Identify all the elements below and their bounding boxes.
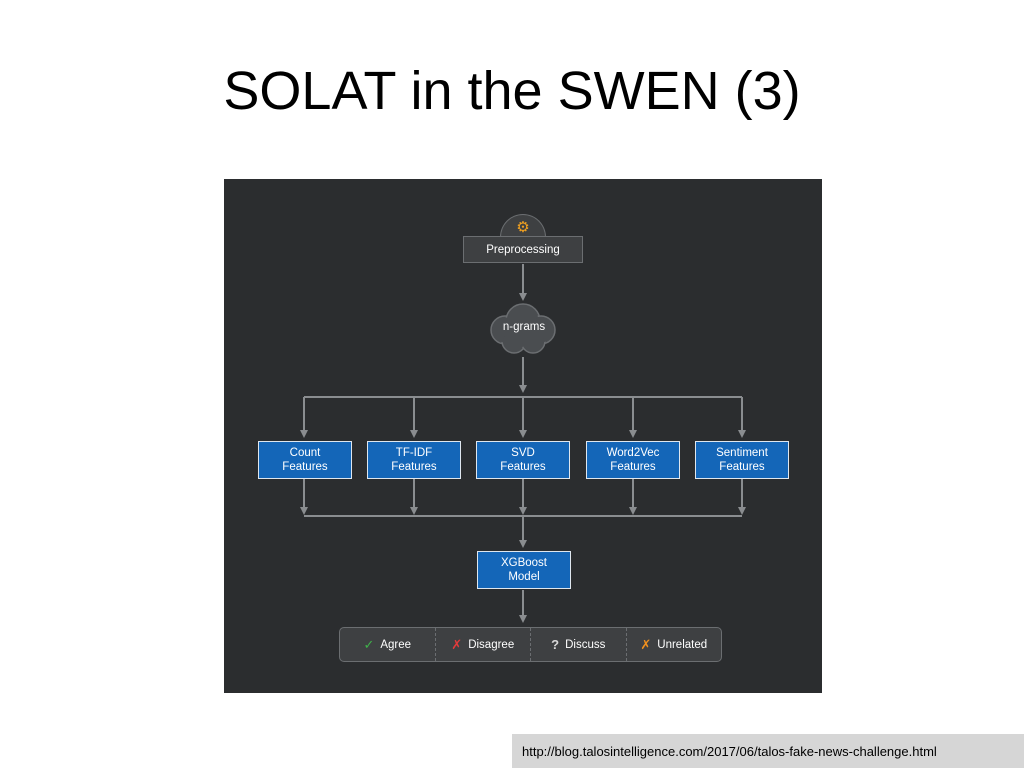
output-discuss: ? Discuss <box>531 628 627 661</box>
feature-line1: Sentiment <box>716 447 768 459</box>
pipeline-diagram: ⚙ Preprocessing n-grams Count Features T… <box>224 179 822 693</box>
feature-line2: Features <box>391 461 437 473</box>
feature-line1: TF-IDF <box>395 447 433 459</box>
output-label: Disagree <box>468 638 515 651</box>
feature-line2: Features <box>500 461 546 473</box>
preprocessing-node: Preprocessing <box>463 236 583 263</box>
slide-title: SOLAT in the SWEN (3) <box>223 61 801 121</box>
word2vec-features-node: Word2Vec Features <box>586 441 680 479</box>
ngrams-label: n-grams <box>502 321 546 333</box>
feature-line1: Word2Vec <box>606 447 660 459</box>
tfidf-features-node: TF-IDF Features <box>367 441 461 479</box>
x-icon: ✗ <box>640 636 652 652</box>
output-disagree: ✗ Disagree <box>436 628 531 661</box>
feature-line2: Features <box>610 461 656 473</box>
preprocessing-label: Preprocessing <box>486 243 560 256</box>
xgboost-model-node: XGBoost Model <box>477 551 571 589</box>
model-line2: Model <box>508 571 540 583</box>
count-features-node: Count Features <box>258 441 352 479</box>
stance-output-bar: ✓ Agree ✗ Disagree ? Discuss ✗ Unrelated <box>339 627 722 662</box>
feature-line2: Features <box>282 461 328 473</box>
output-label: Agree <box>380 638 412 651</box>
check-icon: ✓ <box>363 636 375 652</box>
output-agree: ✓ Agree <box>340 628 436 661</box>
feature-line1: SVD <box>511 447 535 459</box>
gears-icon: ⚙ <box>516 219 530 236</box>
connector-lines <box>300 264 746 623</box>
svd-features-node: SVD Features <box>476 441 570 479</box>
question-icon: ? <box>551 637 560 652</box>
output-unrelated: ✗ Unrelated <box>627 628 722 661</box>
x-icon: ✗ <box>451 636 463 652</box>
output-label: Unrelated <box>657 638 708 651</box>
feature-line2: Features <box>719 461 765 473</box>
source-link[interactable]: http://blog.talosintelligence.com/2017/0… <box>512 734 1024 768</box>
sentiment-features-node: Sentiment Features <box>695 441 789 479</box>
model-line1: XGBoost <box>500 557 548 569</box>
output-label: Discuss <box>565 638 606 651</box>
feature-line1: Count <box>289 447 321 459</box>
